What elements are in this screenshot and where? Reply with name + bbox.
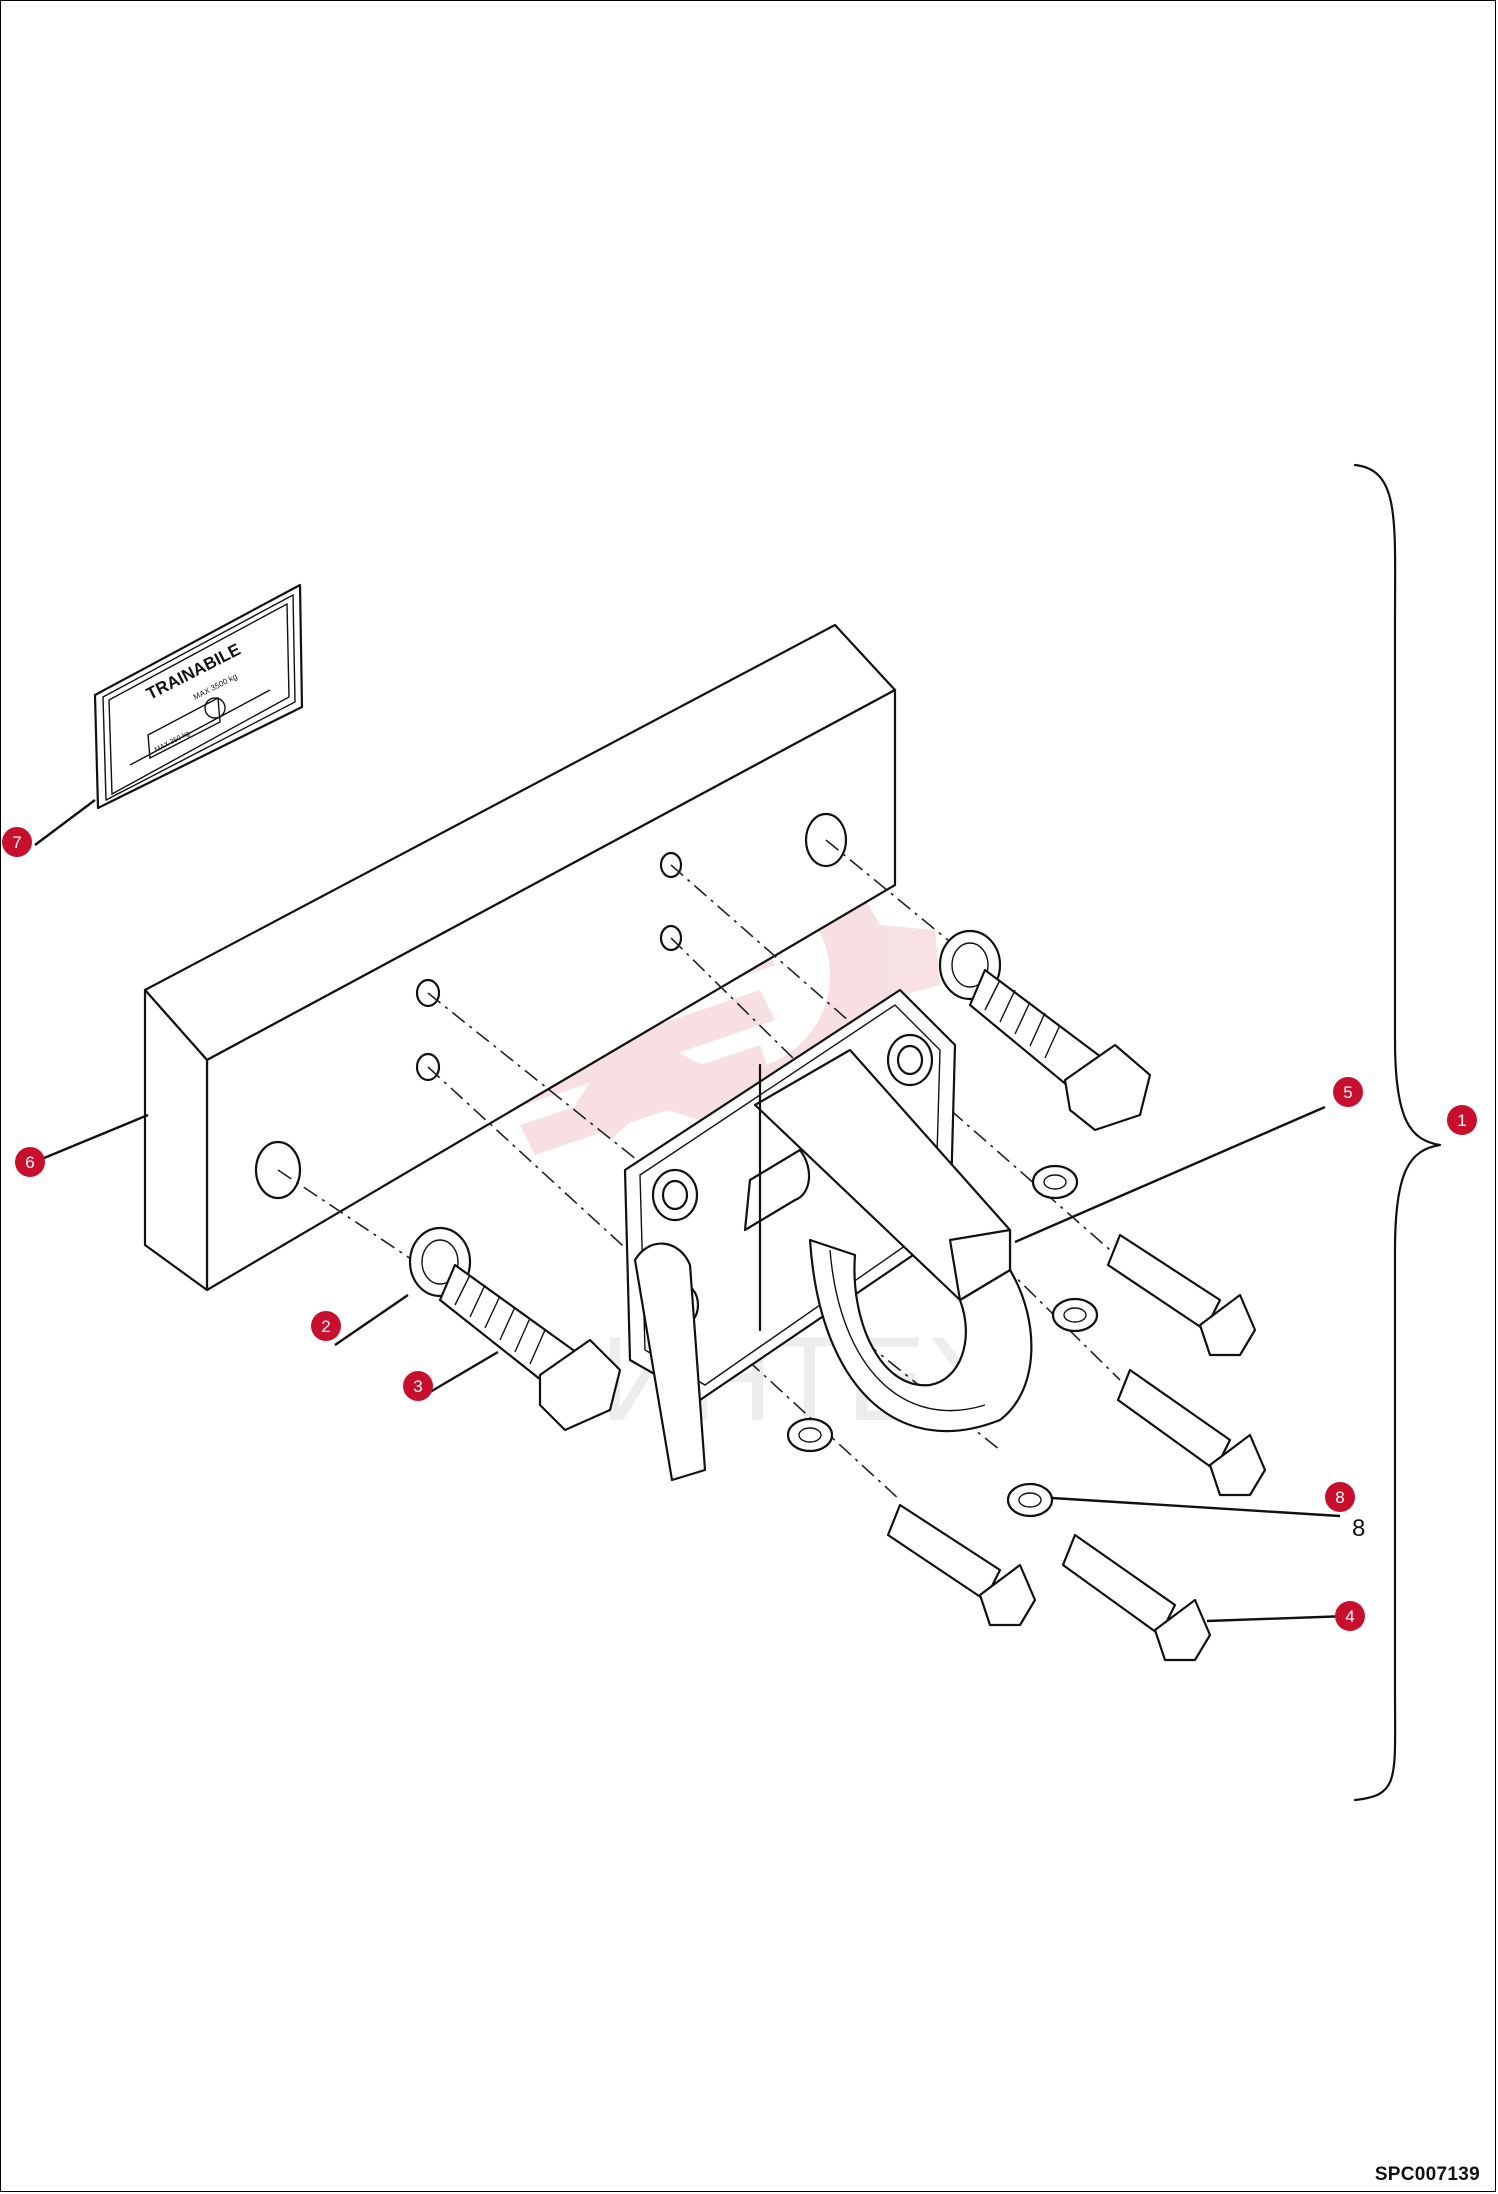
- svg-text:6: 6: [25, 1153, 34, 1172]
- svg-text:2: 2: [321, 1317, 330, 1336]
- small-bolts: [786, 1164, 1267, 1662]
- callout-1: 1: [1447, 1105, 1477, 1135]
- svg-text:4: 4: [1345, 1607, 1354, 1626]
- callout-7: 7: [2, 827, 32, 857]
- callout-3: 3: [403, 1371, 433, 1401]
- svg-text:5: 5: [1343, 1083, 1352, 1102]
- callout-6: 6: [15, 1147, 45, 1177]
- mounting-block: [143, 623, 897, 1292]
- assembly-brace: [1353, 463, 1442, 1802]
- callout-5: 5: [1333, 1077, 1363, 1107]
- leader-lines: [31, 799, 1349, 1623]
- trainabile-plate: TRAINABILE MAX 3500 kg MAX 350 kg: [93, 583, 304, 810]
- bolt-upper-right: [938, 929, 1152, 1132]
- drawing-code: SPC007139: [1374, 2164, 1480, 2185]
- svg-text:1: 1: [1457, 1111, 1466, 1130]
- bolt-upper-left: [408, 1226, 622, 1432]
- svg-text:8: 8: [1335, 1488, 1344, 1507]
- callout-2: 2: [311, 1311, 341, 1341]
- svg-text:7: 7: [12, 833, 21, 852]
- callout-8: 8 8: [1325, 1482, 1365, 1542]
- callout-8-ghost: 8: [1352, 1515, 1365, 1542]
- tow-hook: [623, 988, 1033, 1482]
- svg-text:3: 3: [413, 1377, 422, 1396]
- callout-4: 4: [1335, 1601, 1365, 1631]
